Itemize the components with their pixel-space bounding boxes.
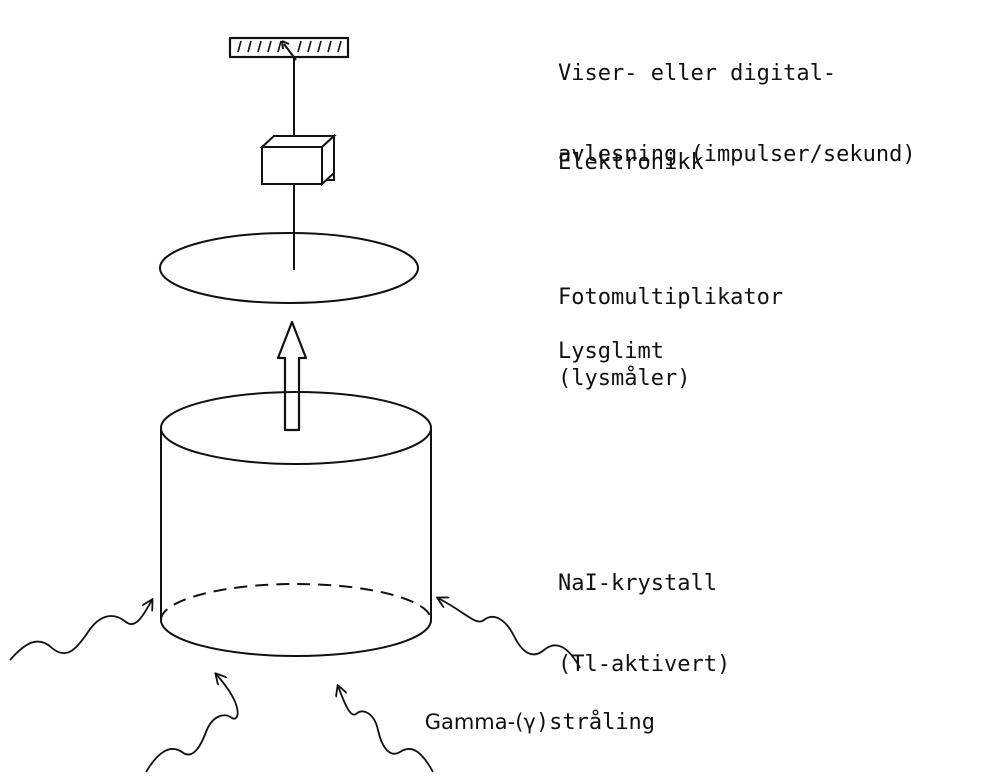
readout-label: Viser- eller digital- avlesning (impulse… <box>558 6 916 222</box>
crystal-label-line2: (Tl-aktivert) <box>558 652 731 677</box>
gamma-ray-right-lower <box>338 686 434 773</box>
photomultiplier-label-line1: Fotomultiplikator <box>558 285 784 310</box>
meter-needle <box>283 43 297 61</box>
electronics-box <box>259 133 337 187</box>
electronics-label: Elektronikk <box>558 150 704 175</box>
gamma-label-prefix: Gamma-( <box>424 710 524 734</box>
photomultiplier-label: Fotomultiplikator (lysmåler) <box>558 230 783 446</box>
light-flash-arrow <box>276 320 308 432</box>
crystal-label-line1: NaI-krystall <box>558 571 717 596</box>
gamma-rays <box>9 598 581 773</box>
readout-label-line2: avlesning (impulser/sekund) <box>558 142 916 167</box>
photomultiplier-disc <box>159 232 419 304</box>
gamma-radiation-label: Gamma-(γ)stråling <box>398 682 655 763</box>
nai-crystal <box>160 391 432 657</box>
gamma-ray-left-upper <box>9 600 152 661</box>
readout-label-line1: Viser- eller digital- <box>558 61 837 86</box>
meter-readout <box>228 36 350 61</box>
gamma-ray-right-upper <box>438 598 581 669</box>
gamma-symbol: γ <box>523 710 536 734</box>
gamma-label-suffix: )stråling <box>535 710 656 735</box>
light-flash-label: Lysglimt <box>558 339 664 364</box>
crystal-label: NaI-krystall (Tl-aktivert) <box>558 516 730 732</box>
photomultiplier-label-line2: (lysmåler) <box>558 366 691 391</box>
gamma-ray-left-lower <box>145 674 239 773</box>
